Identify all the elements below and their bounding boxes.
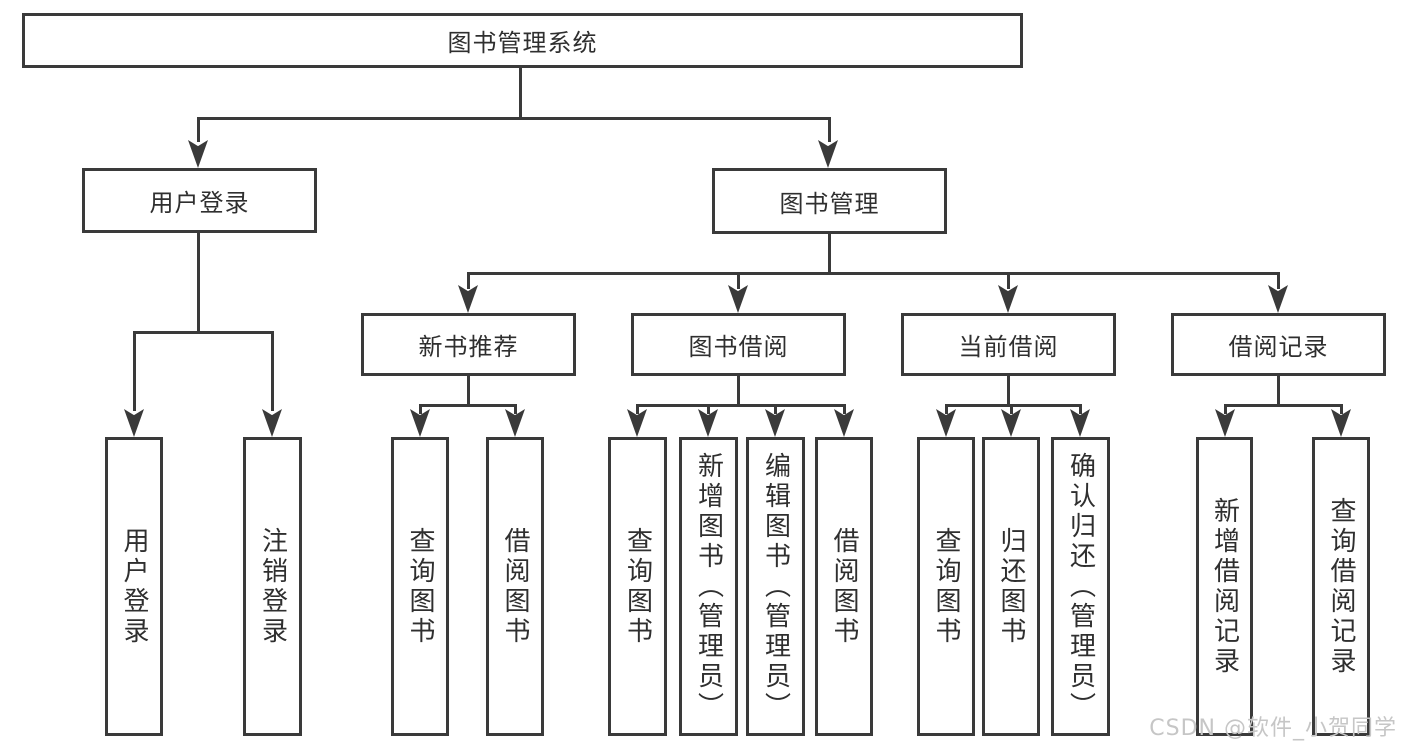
connector-borrow-record-down	[1277, 376, 1280, 407]
leaf-label: 注销登录	[257, 526, 288, 647]
leaf-label: 借阅图书	[829, 526, 859, 647]
arrow-down-icon	[188, 140, 208, 168]
leaf-label: 新增借阅记录	[1209, 496, 1240, 677]
node-leaf-borrow-book-2: 借阅图书	[815, 437, 873, 736]
connector-leaf-stub	[1079, 404, 1082, 414]
connector-current-borrow-down	[1007, 376, 1010, 407]
node-leaf-confirm-return-admin: 确认归还（管理员）	[1051, 437, 1110, 736]
connector-leaf-stub	[271, 331, 274, 411]
connector-leaf-stub	[133, 331, 136, 411]
connector-new-book-down	[467, 376, 470, 407]
node-root-label: 图书管理系统	[447, 29, 598, 57]
node-leaf-user-login: 用户登录	[105, 437, 163, 736]
node-book-borrow: 图书借阅	[631, 313, 846, 376]
connector-book-mgmt-down	[828, 234, 831, 275]
node-leaf-edit-book-admin: 编辑图书（管理员）	[746, 437, 805, 736]
node-borrow-record-label: 借阅记录	[1228, 333, 1329, 361]
arrow-down-icon	[728, 285, 748, 313]
connector-level3-stub	[737, 272, 740, 289]
leaf-label: 编辑图书（管理员）	[760, 451, 791, 722]
node-leaf-query-book-2: 查询图书	[608, 437, 667, 736]
node-borrow-record: 借阅记录	[1171, 313, 1386, 376]
connector-borrow-record-horizontal	[1224, 404, 1343, 407]
leaf-label: 查询借阅记录	[1326, 496, 1356, 677]
node-user-login: 用户登录	[82, 168, 317, 233]
node-user-login-label: 用户登录	[149, 189, 250, 217]
connector-leaf-stub	[945, 404, 948, 414]
connector-book-borrow-down	[737, 376, 740, 407]
connector-new-book-horizontal	[419, 404, 517, 407]
connector-level2-horizontal	[197, 117, 831, 120]
leaf-label: 归还图书	[996, 526, 1026, 647]
node-current-borrow-label: 当前借阅	[958, 333, 1059, 361]
node-leaf-borrow-book-1: 借阅图书	[486, 437, 544, 736]
connector-book-mgmt-stub	[828, 117, 831, 142]
node-new-book-label: 新书推荐	[418, 333, 519, 361]
connector-level3-stub	[1277, 272, 1280, 289]
connector-leaf-stub	[707, 404, 710, 414]
connector-current-borrow-horizontal	[945, 404, 1082, 407]
connector-book-borrow-horizontal	[636, 404, 846, 407]
connector-level3-horizontal	[467, 272, 1280, 275]
arrow-down-icon	[998, 285, 1018, 313]
connector-leaf-stub	[636, 404, 639, 414]
connector-leaf-stub	[1340, 404, 1343, 414]
arrow-down-icon	[818, 140, 838, 168]
node-book-mgmt-label: 图书管理	[779, 189, 880, 218]
leaf-label: 新增图书（管理员）	[693, 451, 724, 722]
node-leaf-return-book: 归还图书	[982, 437, 1040, 736]
node-root: 图书管理系统	[22, 13, 1023, 68]
node-current-borrow: 当前借阅	[901, 313, 1116, 376]
connector-leaf-stub	[843, 404, 846, 414]
leaf-label: 查询图书	[405, 526, 435, 647]
watermark: CSDN @软件_小贺同学	[1149, 716, 1397, 741]
leaf-label: 用户登录	[119, 526, 149, 647]
node-leaf-add-book-admin: 新增图书（管理员）	[679, 437, 738, 736]
arrow-down-icon	[1268, 285, 1288, 313]
node-leaf-query-book-1: 查询图书	[391, 437, 449, 736]
arrow-down-icon	[458, 285, 478, 313]
leaf-label: 确认归还（管理员）	[1065, 451, 1096, 722]
connector-level3-stub	[1007, 272, 1010, 289]
leaf-label: 借阅图书	[500, 526, 530, 647]
connector-level3-stub	[467, 272, 470, 289]
arrow-down-icon	[124, 409, 144, 437]
node-leaf-logout: 注销登录	[243, 437, 302, 736]
node-leaf-add-borrow-record: 新增借阅记录	[1196, 437, 1253, 736]
connector-user-login-horizontal	[133, 331, 274, 334]
connector-leaf-stub	[419, 404, 422, 414]
arrow-down-icon	[262, 409, 282, 437]
leaf-label: 查询图书	[931, 526, 961, 647]
connector-leaf-stub	[1224, 404, 1227, 414]
connector-user-login-stub	[197, 117, 200, 142]
leaf-label: 查询图书	[622, 526, 653, 647]
connector-user-login-down	[197, 233, 200, 333]
node-book-borrow-label: 图书借阅	[688, 333, 789, 361]
connector-leaf-stub	[1010, 404, 1013, 414]
node-new-book: 新书推荐	[361, 313, 576, 376]
node-leaf-query-book-3: 查询图书	[917, 437, 975, 736]
connector-leaf-stub	[514, 404, 517, 414]
connector-root-down	[519, 68, 522, 119]
node-leaf-query-borrow-record: 查询借阅记录	[1312, 437, 1370, 736]
connector-leaf-stub	[774, 404, 777, 414]
node-book-mgmt: 图书管理	[712, 168, 947, 234]
